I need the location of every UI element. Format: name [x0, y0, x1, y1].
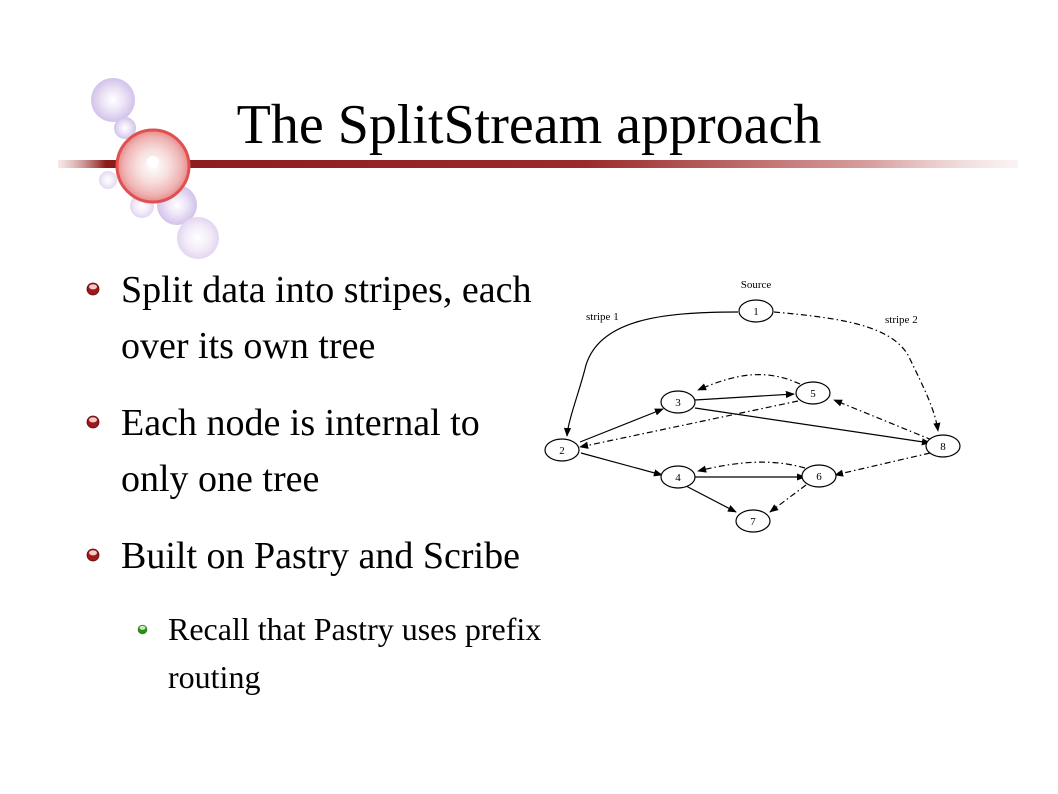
source-label: Source	[741, 279, 772, 291]
node-label: 6	[816, 471, 822, 483]
node-3	[660, 390, 696, 414]
bullet-item: Each node is internal to only one tree	[86, 395, 546, 507]
node-2	[544, 438, 580, 462]
bullet-text: Built on Pastry and Scribe	[121, 535, 520, 577]
node-label: 3	[675, 397, 681, 409]
sub-bullet-text: Recall that Pastry uses prefix routing	[168, 611, 542, 695]
sub-bullet-item: Recall that Pastry uses prefix routing	[86, 605, 546, 701]
edge-8-5	[833, 399, 933, 441]
edge-8-6	[834, 452, 931, 477]
bullet-item: Built on Pastry and Scribe	[86, 528, 546, 584]
bullet-marker-icon	[86, 282, 100, 296]
sub-bullet-marker-icon	[137, 624, 148, 635]
header-accent-bar	[58, 160, 1018, 168]
node-label: 8	[940, 441, 946, 453]
bullet-marker-icon	[86, 548, 100, 562]
slide-title: The SplitStream approach	[236, 94, 822, 156]
edge-6-4	[697, 461, 806, 473]
node-4	[660, 465, 696, 489]
stripe-2-label: stripe 2	[885, 314, 918, 326]
edge-6-7	[769, 484, 807, 513]
red-ring-ornament	[115, 128, 191, 204]
node-label: 1	[753, 306, 759, 318]
node-8	[925, 434, 961, 458]
edge-2-4	[580, 452, 663, 477]
bubble-cluster	[91, 78, 219, 259]
splitstream-diagram: 1 2 3 4 5 6 7 8 Source stripe 1 stripe 2	[544, 279, 961, 533]
edge-3-5	[694, 390, 795, 401]
bullet-text: Split data into stripes, each over its o…	[121, 269, 532, 367]
node-label: 2	[559, 445, 565, 457]
edge-5-2	[579, 400, 799, 449]
bullet-text: Each node is internal to only one tree	[121, 402, 480, 500]
bullet-marker-icon	[86, 415, 100, 429]
edge-4-7	[685, 485, 737, 513]
stripe-1-label: stripe 1	[586, 311, 619, 323]
node-label: 4	[675, 472, 681, 484]
edge-1-2	[563, 311, 739, 437]
node-5	[795, 381, 831, 405]
edge-5-3	[697, 374, 801, 391]
node-1	[738, 299, 774, 323]
edge-1-8	[773, 311, 941, 432]
node-6	[801, 464, 837, 488]
edge-3-8	[694, 407, 931, 446]
edge-2-3	[579, 408, 664, 443]
node-7	[735, 509, 771, 533]
node-label: 7	[750, 516, 756, 528]
bullet-list: Split data into stripes, each over its o…	[86, 262, 546, 701]
node-label: 5	[810, 388, 816, 400]
bullet-item: Split data into stripes, each over its o…	[86, 262, 546, 374]
